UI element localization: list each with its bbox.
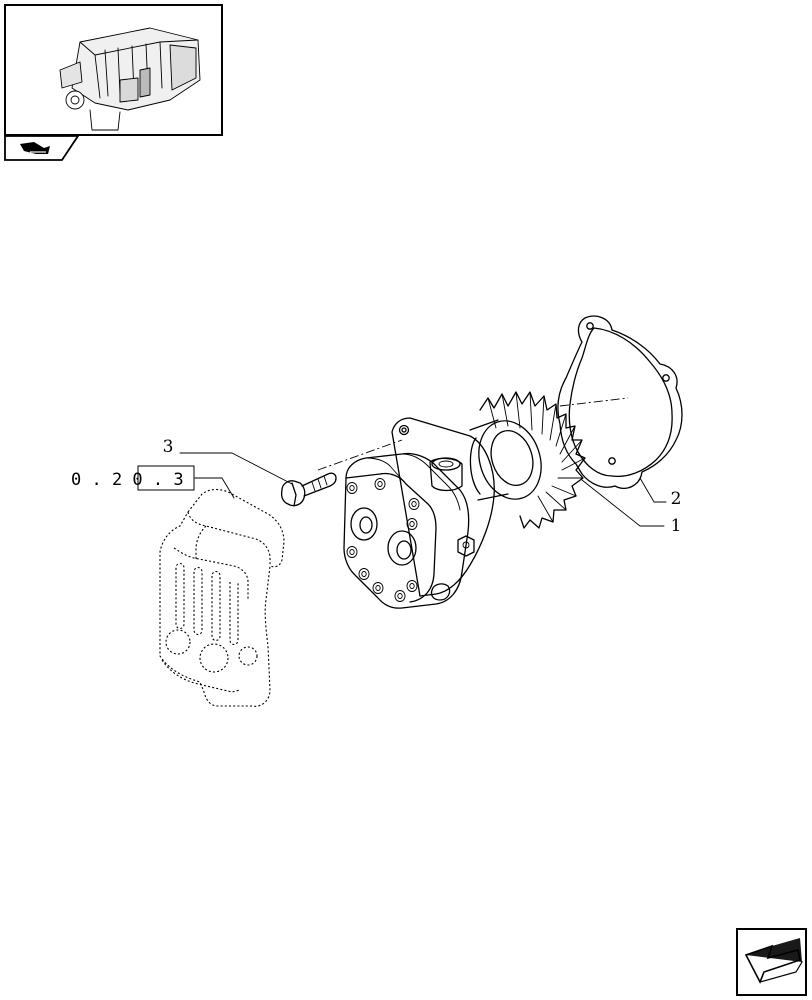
callout-label-1: 1: [671, 516, 682, 536]
engine-thumbnail-icon[interactable]: [4, 4, 223, 136]
next-arrow-icon[interactable]: [736, 928, 807, 996]
reference-housing: [159, 488, 285, 707]
shaft-hub: [469, 419, 542, 501]
callout-label-3: 3: [163, 437, 174, 457]
leader-line-1: [581, 479, 665, 527]
gasket-part: [557, 315, 683, 489]
reference-link[interactable]: 0 . 2 0 . 3: [71, 465, 195, 491]
pump-body: [343, 417, 495, 609]
centerline: [317, 439, 403, 471]
bevel-gear: [479, 391, 586, 529]
bolt-part: [280, 472, 337, 507]
callout-label-2: 2: [671, 489, 682, 509]
leader-line-ref: [194, 477, 235, 499]
leader-line-2: [639, 477, 667, 503]
hand-pointer-icon: [20, 142, 50, 154]
leader-line-3: [179, 452, 293, 485]
reference-number: 0 . 2 0 . 3: [71, 470, 184, 490]
centerline-rear: [559, 397, 629, 407]
nav-tab[interactable]: [4, 135, 80, 161]
